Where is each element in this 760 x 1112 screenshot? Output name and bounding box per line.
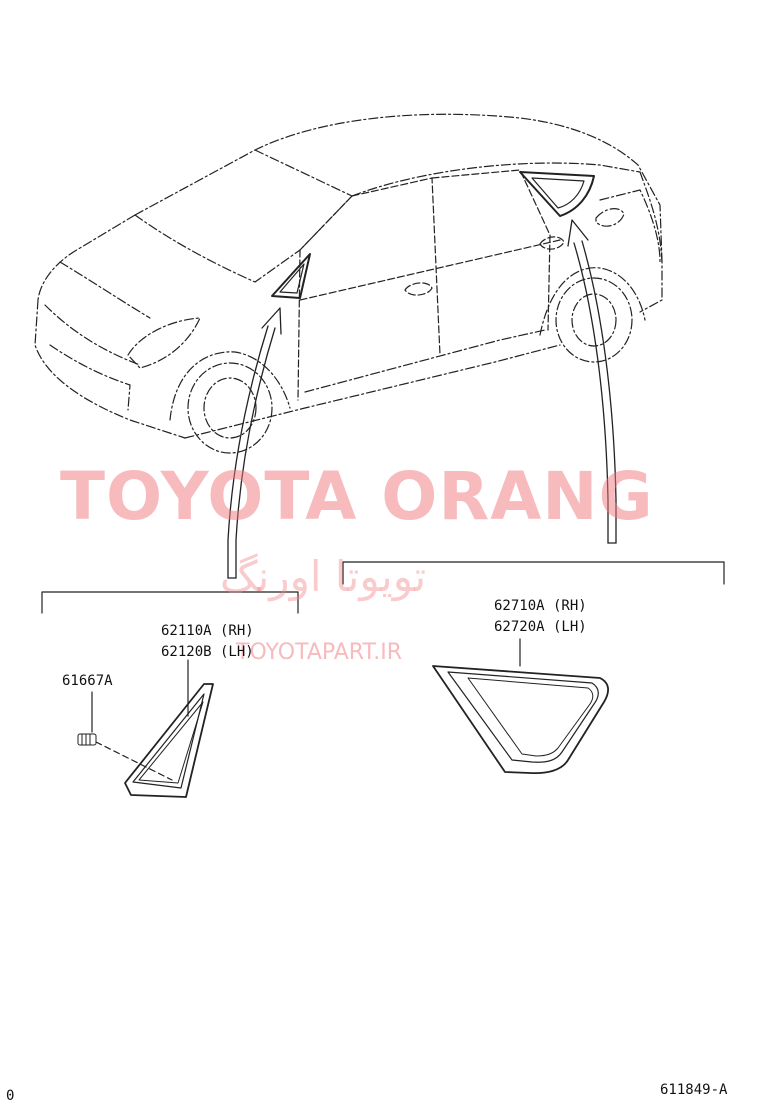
pointer-arrow-front [227,307,282,579]
clip-install-line [95,741,173,781]
pointer-arrow-rear [567,219,617,544]
group-bracket-front [41,591,299,614]
front-quarter-window-on-car [271,253,311,299]
group-bracket-rear [342,561,725,585]
part-number-rear-glass-rh: 62710A (RH) [494,598,587,614]
watermark-site: TOYOTAPART.IR [236,640,403,665]
clip-part [77,733,97,746]
rear-quarter-window-on-car [519,171,595,217]
front-quarter-glass-part [124,683,214,798]
watermark-brand: TOYOTA ORANG [60,458,654,535]
part-number-front-glass-rh: 62110A (RH) [161,623,254,639]
part-number-rear-glass-lh: 62720A (LH) [494,619,587,635]
rear-quarter-glass-part [432,665,609,775]
door-outlines [297,169,565,401]
footer-left-code: 0 [6,1088,15,1104]
part-number-front-glass-lh: 62120B (LH) [161,644,254,660]
watermark-brand-fa: تویوتا اورنگ [220,552,427,601]
part-number-clip: 61667A [62,673,113,689]
car-outline [34,113,663,454]
diagram-id: 611849-A [660,1082,728,1098]
